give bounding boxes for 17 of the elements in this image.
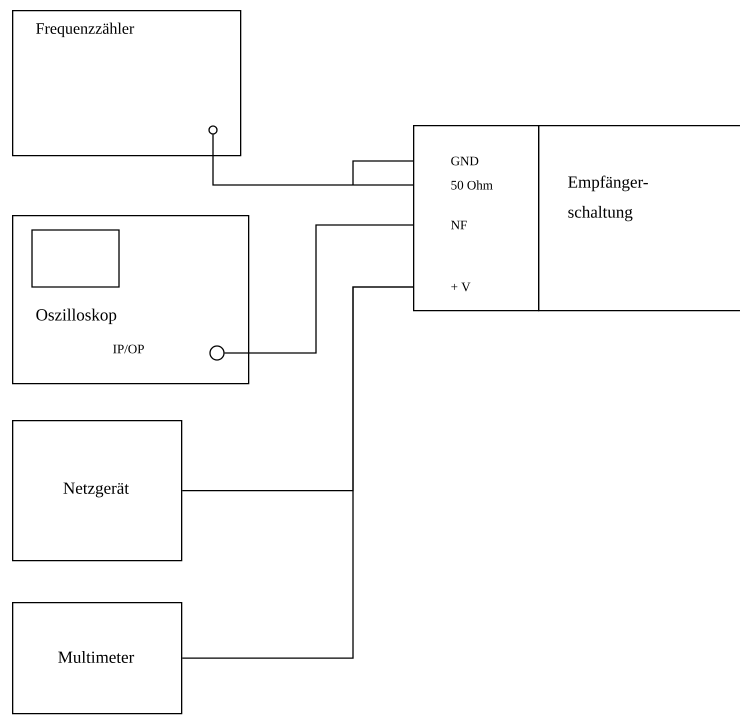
cable-line xyxy=(352,160,413,185)
receiver-box: Empfänger-schaltung xyxy=(538,125,740,312)
cable-line xyxy=(224,224,413,354)
cable-line xyxy=(212,134,353,186)
pin-label: GND xyxy=(451,156,478,166)
cable-line xyxy=(182,286,413,659)
pin-section-box xyxy=(413,125,540,312)
connector-jack xyxy=(209,345,225,361)
pin-label: NF xyxy=(451,220,467,230)
pin-label: + V xyxy=(451,282,470,292)
device-box: Oszilloskop IP/OP xyxy=(12,215,250,384)
pin-label: 50 Ohm xyxy=(451,180,493,190)
cable-line xyxy=(353,184,413,186)
device-box: Frequenzzähler xyxy=(12,10,242,156)
device-box: Multimeter xyxy=(12,602,182,714)
device-box: Netzgerät xyxy=(12,420,182,562)
connector-jack xyxy=(208,125,218,135)
